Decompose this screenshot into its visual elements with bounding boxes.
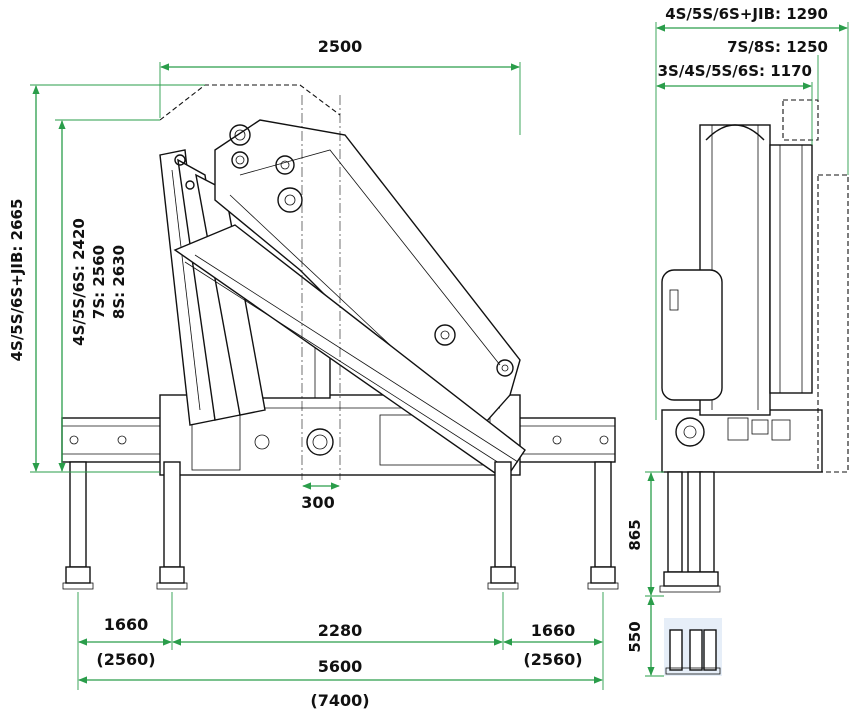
label-outrigger-right-ext: (2560) [523, 650, 582, 669]
secondary-boom [173, 224, 526, 481]
front-view [61, 84, 619, 590]
side-view [659, 99, 849, 676]
label-base-span: 2280 [318, 621, 363, 640]
label-width-2500: 2500 [318, 37, 363, 56]
side-jib-outline [817, 174, 849, 473]
dimension-lines [30, 22, 849, 690]
front-legs [62, 461, 619, 590]
label-foot-height: 550 [626, 621, 644, 652]
main-boom [214, 119, 521, 442]
label-height-jib: 4S/5S/6S+JIB: 2665 [8, 199, 26, 362]
label-height-3: 8S: 2630 [110, 245, 128, 319]
side-base [661, 409, 823, 473]
dimension-labels: 2500 4S/5S/6S+JIB: 2665 4S/5S/6S: 2420 7… [8, 5, 828, 710]
label-side-width-jib: 4S/5S/6S+JIB: 1290 [665, 5, 828, 23]
label-total-span: 5600 [318, 657, 363, 676]
label-outrigger-right: 1660 [531, 621, 576, 640]
label-outrigger-left-ext: (2560) [96, 650, 155, 669]
label-total-span-ext: (7400) [310, 691, 369, 710]
side-oil-tank [661, 269, 723, 401]
jib-outline [159, 84, 341, 121]
side-jib-outline-top [782, 99, 819, 141]
label-outrigger-left: 1660 [104, 615, 149, 634]
label-offset-300: 300 [301, 493, 334, 512]
label-height-1: 4S/5S/6S: 2420 [70, 218, 88, 346]
side-boom-package [769, 144, 813, 394]
label-side-width-base: 3S/4S/5S/6S: 1170 [658, 62, 812, 80]
label-leg-height: 865 [626, 519, 644, 550]
label-height-2: 7S: 2560 [90, 245, 108, 319]
label-side-width-7s8s: 7S/8S: 1250 [727, 38, 828, 56]
